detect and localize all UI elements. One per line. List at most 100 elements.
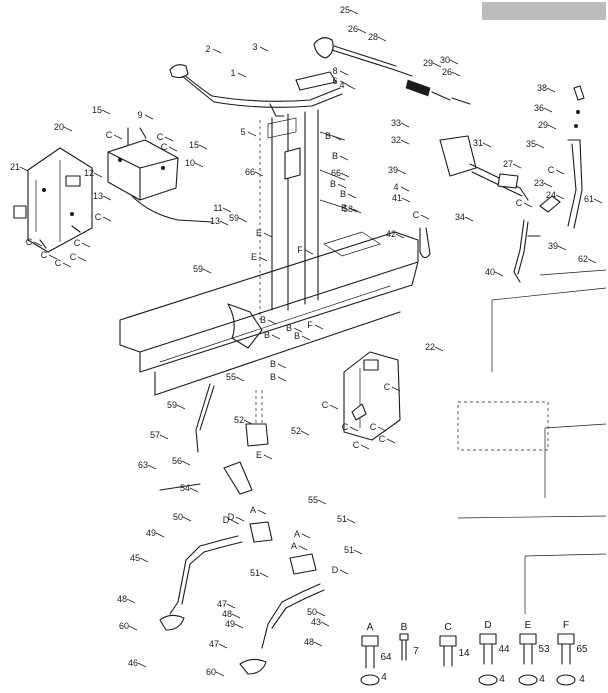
hardware-key-letter-A: A <box>367 622 374 633</box>
callout-45: 45 <box>130 553 140 563</box>
hardware-key-letter-F: F <box>563 620 569 631</box>
callout-48: 48 <box>222 609 232 619</box>
callout-60: 60 <box>206 667 216 677</box>
callout-B: B <box>341 203 347 213</box>
callout-5: 5 <box>240 127 245 137</box>
callout-C: C <box>370 422 377 432</box>
callout-D: D <box>228 512 235 522</box>
callout-61: 61 <box>584 194 594 204</box>
callout-C: C <box>26 237 33 247</box>
callout-C: C <box>516 198 523 208</box>
callout-29: 29 <box>423 58 433 68</box>
hardware-key-number-A: 64 <box>380 652 392 663</box>
lower-rod-assembly <box>159 383 269 495</box>
hardware-key-number-E: 53 <box>538 644 550 655</box>
callout-12: 12 <box>84 168 94 178</box>
callout-8: 8 <box>332 66 337 76</box>
callout-49: 49 <box>225 619 235 629</box>
callout-59: 59 <box>167 400 177 410</box>
callout-38: 38 <box>537 83 547 93</box>
callout-47: 47 <box>217 599 227 609</box>
callout-57: 57 <box>150 430 160 440</box>
callout-36: 36 <box>534 103 544 113</box>
callout-C: C <box>161 142 168 152</box>
callout-49: 49 <box>146 528 156 538</box>
callout-21: 21 <box>10 162 20 172</box>
hardware-key-nut-F: 4 <box>579 674 585 685</box>
callout-20: 20 <box>54 122 64 132</box>
callout-55: 55 <box>226 372 236 382</box>
callout-C: C <box>322 400 329 410</box>
callout-4: 4 <box>393 182 398 192</box>
callout-B: B <box>294 331 300 341</box>
callout-66: 66 <box>331 168 341 178</box>
callout-55: 55 <box>308 495 318 505</box>
hardware-key-letter-C: C <box>444 622 451 633</box>
right-side-plate <box>343 351 401 441</box>
callout-39: 39 <box>548 241 558 251</box>
callout-9: 9 <box>137 110 142 120</box>
steering-column <box>259 109 346 320</box>
callout-C: C <box>41 250 48 260</box>
callout-31: 31 <box>473 138 483 148</box>
callout-47: 47 <box>209 639 219 649</box>
brake-pedal-assembly <box>159 521 325 675</box>
callout-52: 52 <box>291 426 301 436</box>
callout-15: 15 <box>189 140 199 150</box>
callout-23: 23 <box>534 178 544 188</box>
callout-A: A <box>250 505 256 515</box>
hardware-key-letter-D: D <box>484 620 491 631</box>
callout-C: C <box>55 258 62 268</box>
left-side-plate <box>13 147 93 253</box>
callout-B: B <box>325 131 331 141</box>
callout-51: 51 <box>337 514 347 524</box>
callout-F: F <box>307 320 313 330</box>
callout-C: C <box>95 212 102 222</box>
callout-E: E <box>256 450 262 460</box>
clutch-lever-assembly <box>419 85 585 283</box>
callout-C: C <box>342 422 349 432</box>
callout-C: C <box>157 132 164 142</box>
callout-52: 52 <box>234 415 244 425</box>
callout-27: 27 <box>503 159 513 169</box>
callout-6: 6 <box>332 76 337 86</box>
callout-B: B <box>270 359 276 369</box>
callout-A: A <box>291 541 297 551</box>
callout-42: 42 <box>386 229 396 239</box>
callout-63: 63 <box>138 460 148 470</box>
callout-C: C <box>106 130 113 140</box>
callout-A: A <box>294 529 300 539</box>
callout-C: C <box>379 434 386 444</box>
callout-D: D <box>223 515 230 525</box>
hardware-key-letter-E: E <box>525 620 532 631</box>
callout-C: C <box>353 440 360 450</box>
callout-E: E <box>251 252 257 262</box>
callout-40: 40 <box>485 267 495 277</box>
callout-33: 33 <box>391 118 401 128</box>
callout-29: 29 <box>538 120 548 130</box>
hardware-key-nut-A: 4 <box>381 672 387 683</box>
callout-30: 30 <box>440 55 450 65</box>
callout-26: 26 <box>348 24 358 34</box>
callout-3: 3 <box>252 42 257 52</box>
callout-59: 59 <box>193 264 203 274</box>
hardware-key-number-B: 7 <box>413 646 419 657</box>
shift-lever <box>169 64 343 117</box>
corner-screen-tone <box>482 2 606 20</box>
callout-50: 50 <box>173 512 183 522</box>
callout-66: 66 <box>245 167 255 177</box>
callout-D: D <box>332 565 339 575</box>
callout-F: F <box>297 245 303 255</box>
callout-62: 62 <box>578 254 588 264</box>
leader-lines <box>19 9 603 677</box>
callout-51: 51 <box>250 568 260 578</box>
hand-lever <box>313 37 471 105</box>
callout-E: E <box>256 228 262 238</box>
callout-60: 60 <box>119 621 129 631</box>
callout-C: C <box>384 382 391 392</box>
hardware-key-number-C: 14 <box>458 648 470 659</box>
callout-43: 43 <box>311 617 321 627</box>
callout-59: 59 <box>229 213 239 223</box>
